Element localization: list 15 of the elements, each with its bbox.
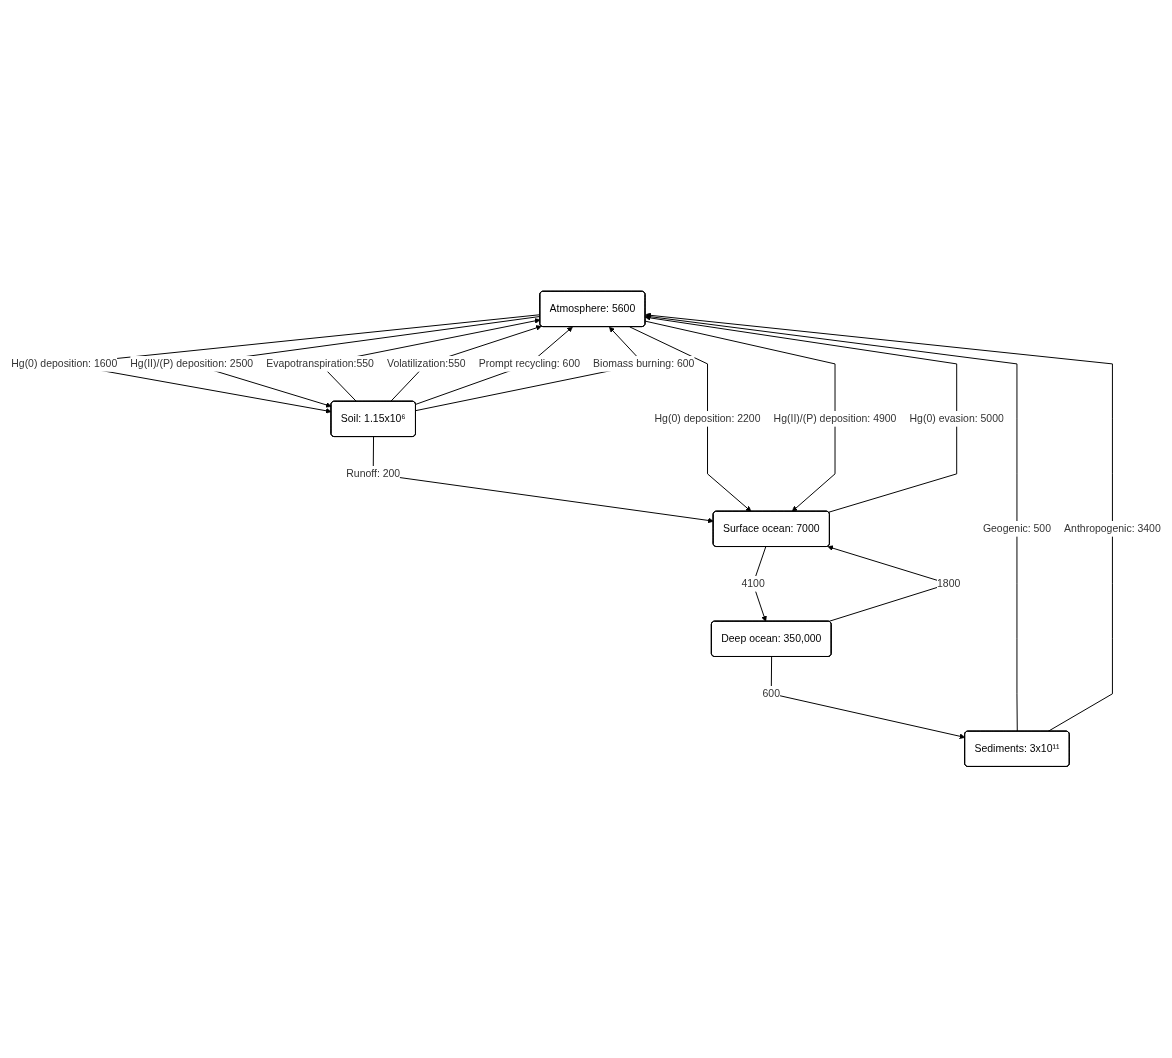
edge-label: Hg(0) evasion: 5000 [909, 413, 1004, 425]
edge-label: 1800 [937, 578, 961, 590]
edge-label: Hg(0) deposition: 1600 [11, 358, 118, 370]
edge-label: 4100 [741, 578, 765, 590]
edge-label: Prompt recycling: 600 [478, 358, 581, 370]
edge-label: Hg(II)/(P) deposition: 4900 [773, 413, 897, 425]
edge-label: Anthropogenic: 3400 [1064, 523, 1161, 535]
edge-label: Hg(0) deposition: 2200 [654, 413, 761, 425]
edge-label: Hg(II)/(P) deposition: 2500 [130, 358, 254, 370]
edge-label: Biomass burning: 600 [593, 358, 695, 370]
edge-label: Runoff: 200 [346, 468, 401, 480]
edge-label: 600 [762, 688, 781, 700]
edge-label: Geogenic: 500 [982, 523, 1052, 535]
edge-label: Evapotranspiration:550 [266, 358, 374, 370]
edge-label: Volatilization:550 [387, 358, 466, 370]
